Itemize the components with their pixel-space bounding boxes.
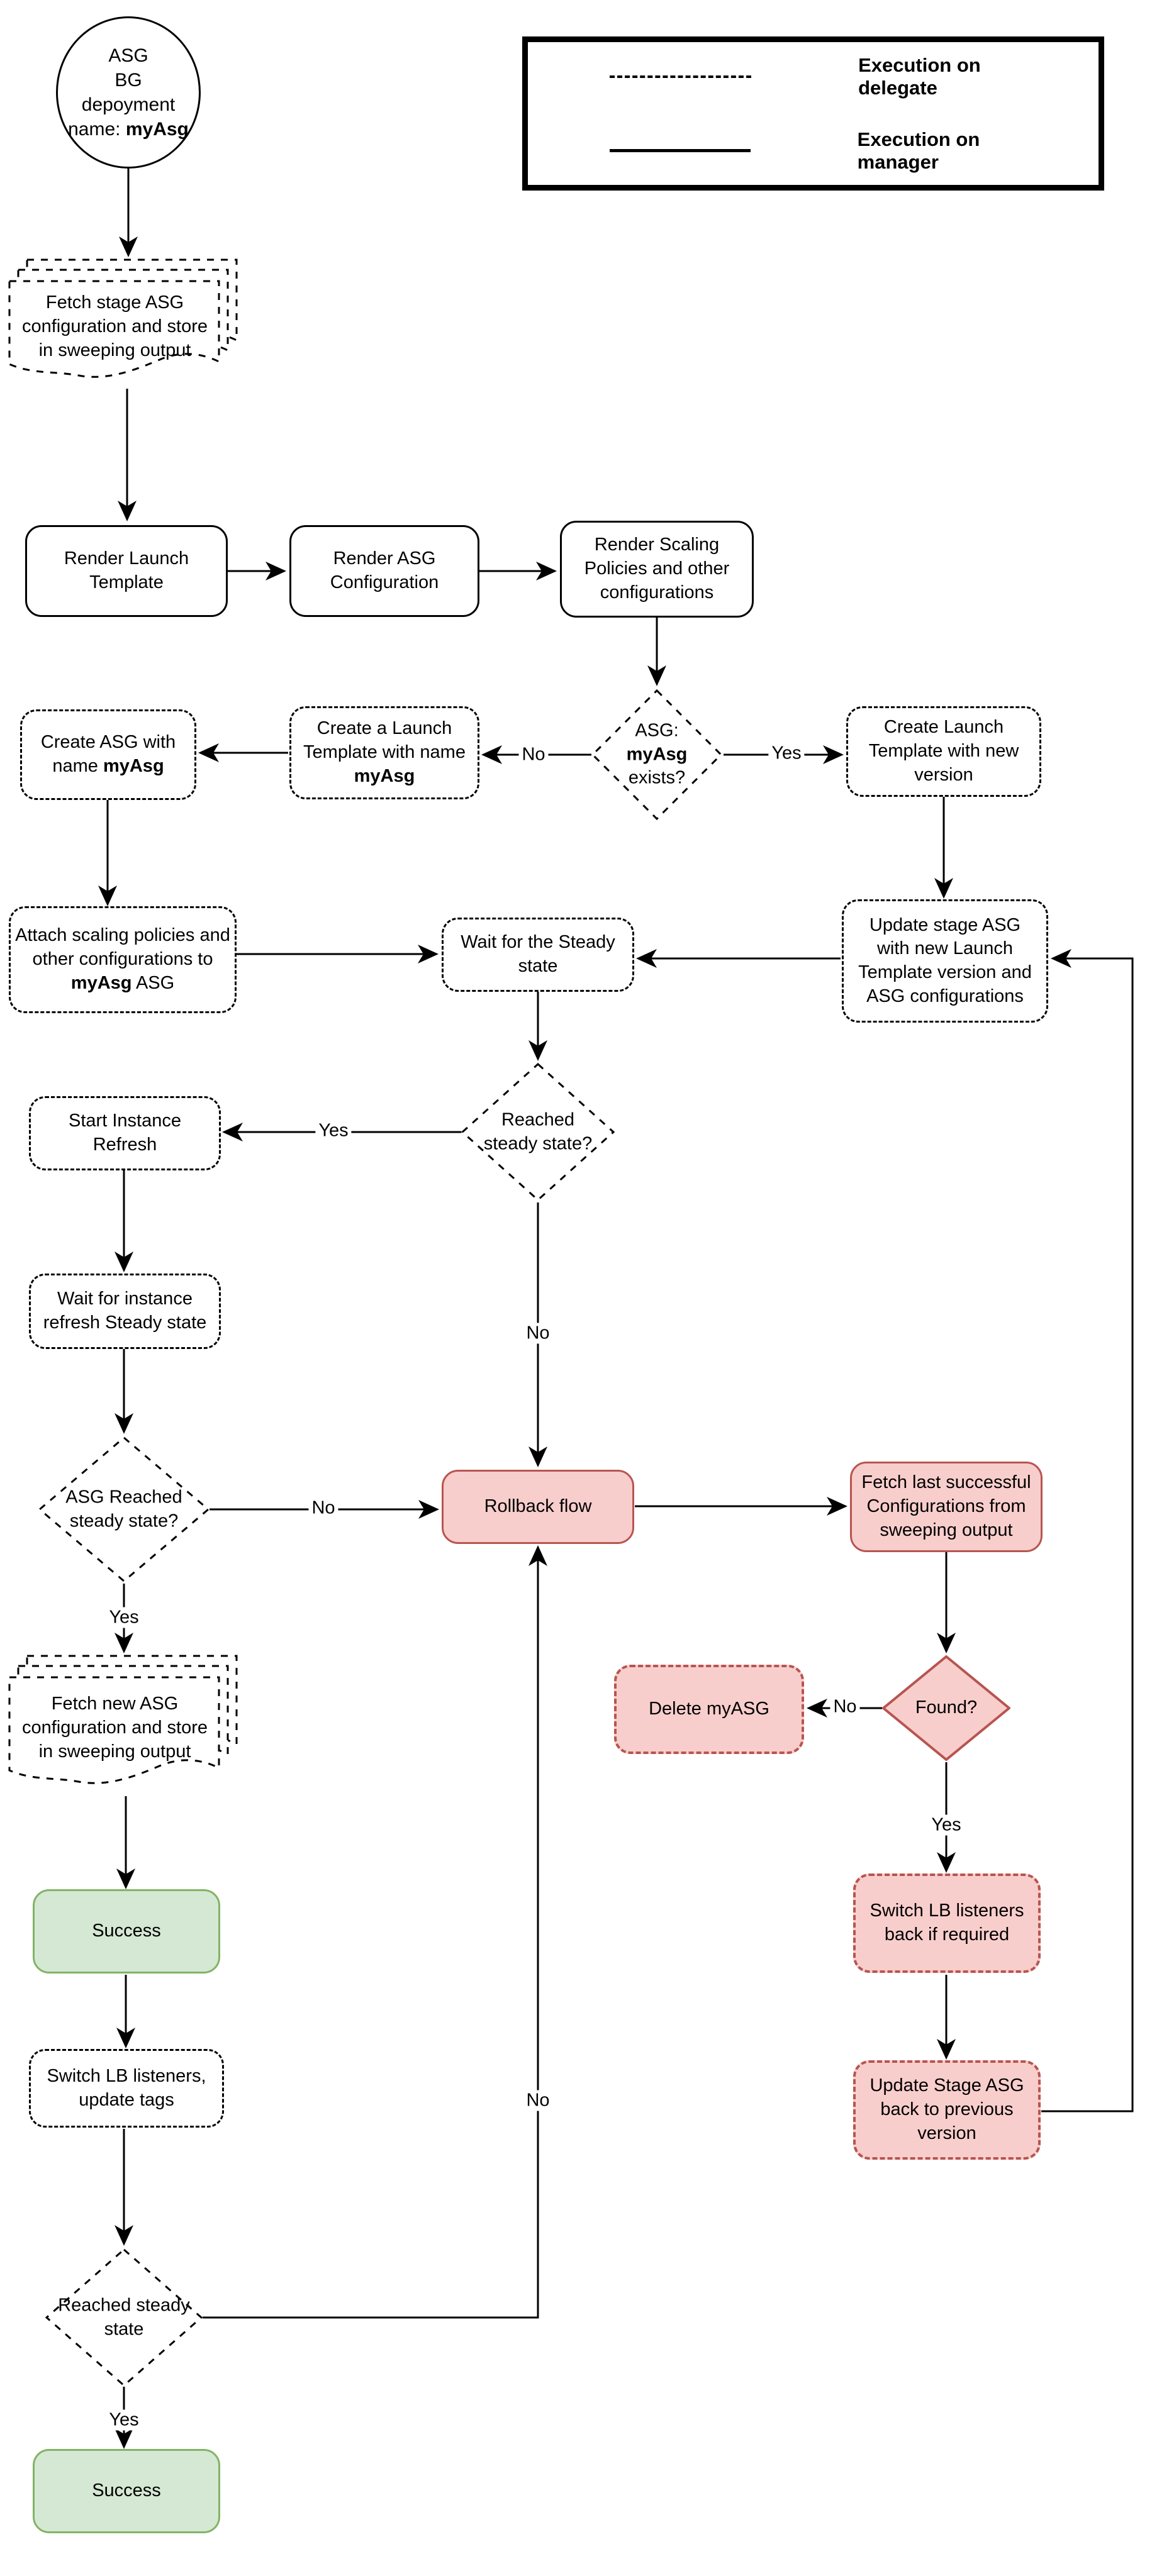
edge-label-reached-steady2-no: No — [523, 2090, 553, 2111]
edge-label-asg-reached-no: No — [308, 1497, 338, 1519]
node-start: ASG BG depoyment name: myAsg — [56, 16, 201, 169]
node-success-1: Success — [33, 1889, 220, 1974]
node-update-stage-asg: Update stage ASG with new Launch Templat… — [842, 899, 1048, 1023]
node-reached-steady-label: Reached steady state? — [483, 1109, 593, 1153]
edge-label-found-yes: Yes — [928, 1814, 965, 1836]
node-label: Rollback flow — [484, 1496, 592, 1517]
node-render-asg-configuration: Render ASG Configuration — [289, 525, 479, 617]
node-create-launch-template-named: Create a Launch Template with name myAsg — [289, 706, 479, 799]
node-label: Success — [92, 1921, 161, 1941]
node-fetch-new-asg-config: Fetch new ASG configuration and store in… — [8, 1654, 248, 1796]
node-fetch-stage-config: Fetch stage ASG configuration and store … — [8, 258, 248, 390]
multi-document-shape — [8, 258, 238, 378]
legend: Execution on delegate Execution on manag… — [522, 36, 1104, 191]
node-label: Wait for the Steady state — [461, 932, 615, 976]
node-asg-exists-decision: ASG: myAsg exists? — [591, 689, 722, 820]
legend-label: Execution on manager — [857, 128, 980, 173]
node-label: Switch LB listeners back if required — [870, 1901, 1024, 1945]
edge-label-found-no: No — [830, 1696, 860, 1718]
node-label: Switch LB listeners, update tags — [47, 2065, 206, 2110]
node-label: Render ASG Configuration — [330, 548, 439, 592]
node-label: Success — [92, 2480, 161, 2501]
node-label: Start Instance Refresh — [69, 1111, 181, 1155]
node-label: Create a Launch Template with name myAsg — [303, 718, 466, 786]
node-reached-steady-2-decision: Reached steady state — [45, 2248, 203, 2387]
node-label: Render Scaling Policies and other config… — [584, 535, 730, 602]
diamond-shape — [591, 689, 722, 820]
diamond-shape — [461, 1063, 615, 1201]
legend-item-delegate: Execution on delegate — [566, 54, 1061, 99]
node-label: Update Stage ASG back to previous versio… — [870, 2075, 1024, 2143]
node-success-2: Success — [33, 2449, 220, 2533]
node-label: Wait for instance refresh Steady state — [43, 1289, 207, 1333]
node-label: Fetch last successful Configurations fro… — [861, 1472, 1031, 1540]
node-asg-reached-steady-decision: ASG Reached steady state? — [38, 1436, 210, 1582]
node-update-stage-back: Update Stage ASG back to previous versio… — [853, 2060, 1041, 2160]
node-wait-instance-refresh: Wait for instance refresh Steady state — [29, 1274, 221, 1349]
node-label: Create Launch Template with new version — [868, 717, 1019, 785]
multi-document-shape — [8, 1655, 238, 1784]
node-delete-myasg: Delete myASG — [614, 1665, 804, 1754]
node-switch-lb-listeners: Switch LB listeners, update tags — [29, 2049, 224, 2128]
diamond-shape — [882, 1655, 1010, 1761]
node-fetch-last-successful: Fetch last successful Configurations fro… — [850, 1462, 1043, 1552]
node-asg-exists-label: ASG: myAsg exists? — [626, 720, 688, 788]
node-start-label: ASG BG depoyment name: myAsg — [68, 45, 189, 140]
node-found-label: Found? — [915, 1697, 978, 1718]
node-wait-steady-state: Wait for the Steady state — [442, 918, 634, 992]
edge-label-asg-reached-yes: Yes — [106, 1607, 142, 1628]
node-render-scaling-policies: Render Scaling Policies and other config… — [560, 521, 754, 618]
node-label: Update stage ASG with new Launch Templat… — [858, 914, 1032, 1006]
node-label: Create ASG with name myAsg — [40, 732, 176, 776]
node-create-launch-template-new-version: Create Launch Template with new version — [846, 706, 1041, 797]
node-create-asg: Create ASG with name myAsg — [20, 709, 196, 800]
legend-label: Execution on delegate — [858, 53, 981, 99]
node-label: Attach scaling policies and other config… — [15, 925, 230, 993]
solid-line-sample — [610, 149, 751, 152]
node-found-decision: Found? — [882, 1655, 1010, 1761]
node-label: Delete myASG — [649, 1699, 769, 1719]
dashed-line-sample — [610, 75, 752, 78]
node-reached-steady-2-label: Reached steady state — [58, 2295, 190, 2339]
edge-label-reached-steady2-yes: Yes — [106, 2409, 142, 2431]
legend-item-manager: Execution on manager — [566, 128, 1061, 174]
node-start-instance-refresh: Start Instance Refresh — [29, 1096, 221, 1170]
edge-label-asg-exists-no: No — [518, 744, 549, 765]
node-fetch-stage-config-label: Fetch stage ASG configuration and store … — [21, 292, 208, 360]
diamond-shape — [45, 2248, 203, 2387]
node-reached-steady-decision: Reached steady state? — [461, 1063, 615, 1201]
diamond-shape — [38, 1436, 210, 1582]
node-asg-reached-steady-label: ASG Reached steady state? — [65, 1487, 182, 1531]
edge-label-asg-exists-yes: Yes — [768, 743, 805, 764]
node-fetch-new-asg-config-label: Fetch new ASG configuration and store in… — [21, 1694, 208, 1762]
edge-label-reached-steady-yes: Yes — [315, 1120, 352, 1141]
node-rollback-flow: Rollback flow — [442, 1470, 634, 1544]
node-switch-lb-back: Switch LB listeners back if required — [853, 1874, 1041, 1973]
node-attach-scaling-policies: Attach scaling policies and other config… — [9, 906, 237, 1013]
node-label: Render Launch Template — [64, 548, 189, 592]
node-render-launch-template: Render Launch Template — [25, 525, 228, 617]
edge-label-reached-steady-no: No — [523, 1323, 553, 1344]
